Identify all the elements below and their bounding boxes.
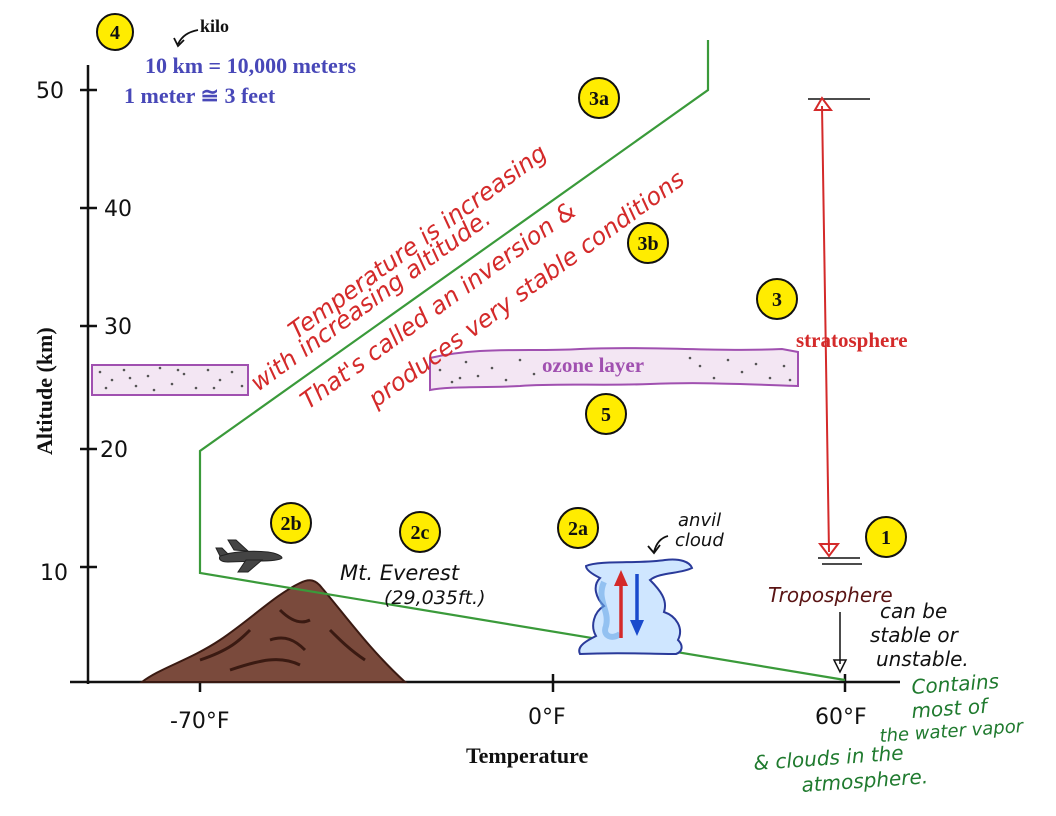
anvil-label-line1: anvil xyxy=(678,510,721,531)
troposphere-line3: stable or xyxy=(870,623,960,647)
kilo-note: kilo xyxy=(200,16,229,36)
airplane-icon xyxy=(215,539,283,573)
svg-text:2a: 2a xyxy=(568,518,588,540)
troposphere-line4: unstable. xyxy=(876,647,969,671)
svg-text:5: 5 xyxy=(601,404,611,426)
badge-2a: 2a xyxy=(557,507,599,549)
y-axis-title: Altitude (km) xyxy=(32,327,57,455)
svg-text:1: 1 xyxy=(881,527,891,549)
badge-1: 1 xyxy=(865,516,907,558)
ozone-layer-label: ozone layer xyxy=(542,353,644,377)
stratosphere-label: stratosphere xyxy=(796,328,908,352)
x-tick-minus70: -70°F xyxy=(170,709,230,734)
y-tick-40: 40 xyxy=(104,197,132,222)
troposphere-line1: Troposphere xyxy=(768,583,893,607)
meter-conversion: 1 meter ≅ 3 feet xyxy=(124,83,276,108)
svg-text:2c: 2c xyxy=(411,522,430,544)
svg-text:3: 3 xyxy=(772,289,782,311)
y-tick-50: 50 xyxy=(36,79,64,104)
y-tick-30: 30 xyxy=(104,315,132,340)
x-axis-title: Temperature xyxy=(466,743,588,768)
badge-5: 5 xyxy=(585,393,627,435)
everest-height: (29,035ft.) xyxy=(384,587,486,609)
troposphere-arrow xyxy=(832,612,848,674)
x-tick-60: 60°F xyxy=(815,705,867,730)
troposphere-line2: can be xyxy=(880,599,947,623)
badge-2c: 2c xyxy=(399,511,441,553)
stratosphere-range-arrow xyxy=(808,96,870,565)
contains-line2: most of xyxy=(911,694,991,723)
badge-2b: 2b xyxy=(270,502,312,544)
svg-text:2b: 2b xyxy=(280,513,301,535)
everest-name: Mt. Everest xyxy=(340,561,460,585)
contains-line1: Contains xyxy=(911,669,1000,699)
badge-3a: 3a xyxy=(578,77,620,119)
mountain-icon xyxy=(139,579,408,683)
ozone-layer-band xyxy=(91,347,799,396)
km-conversion: 10 km = 10,000 meters xyxy=(145,53,357,78)
y-tick-20: 20 xyxy=(100,438,128,463)
anvil-label-line2: cloud xyxy=(675,530,724,551)
svg-text:3b: 3b xyxy=(637,233,658,255)
svg-text:4: 4 xyxy=(110,22,120,44)
y-tick-10: 10 xyxy=(40,561,68,586)
temperature-profile-line xyxy=(198,40,846,682)
anvil-cloud-icon xyxy=(578,558,694,656)
badge-3: 3 xyxy=(756,278,798,320)
x-tick-0: 0°F xyxy=(528,705,566,730)
svg-text:3a: 3a xyxy=(589,88,609,110)
badge-3b: 3b xyxy=(627,222,669,264)
badge-4: 4 xyxy=(96,13,134,51)
